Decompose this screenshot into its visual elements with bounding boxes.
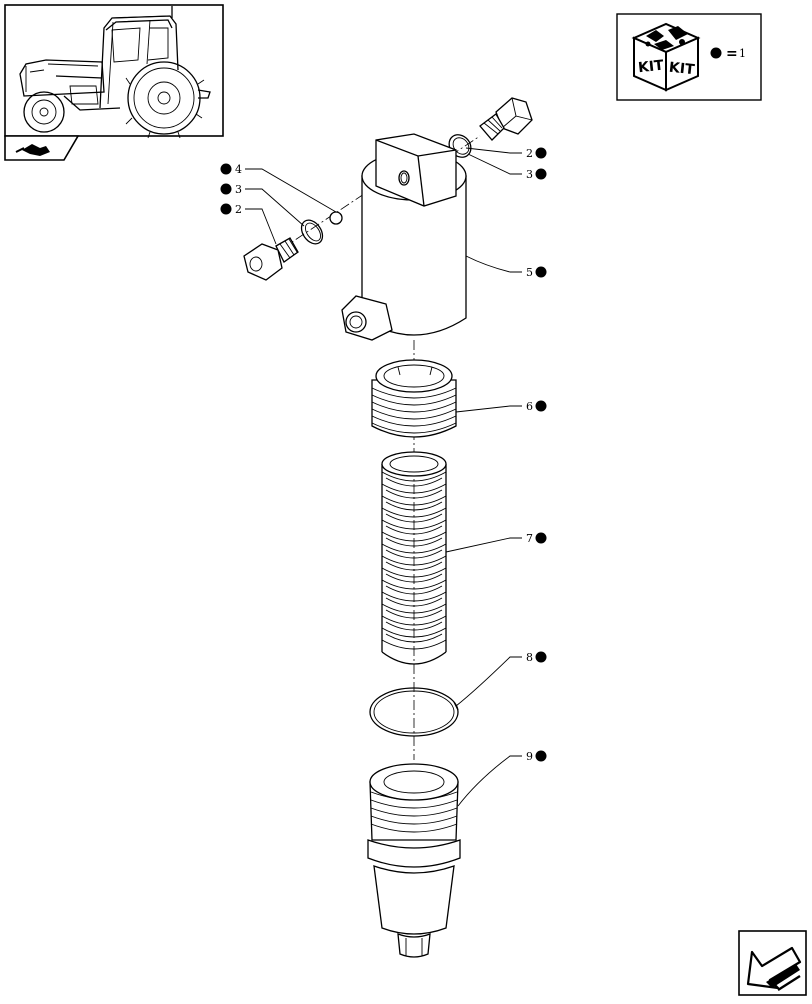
leader-lines [245, 147, 522, 807]
svg-text:2: 2 [235, 203, 242, 216]
svg-text:7: 7 [526, 532, 533, 545]
part-6-threaded-cap[interactable] [371, 359, 457, 438]
kit-bullet-icon [710, 47, 722, 59]
previous-page-button[interactable] [738, 930, 807, 996]
part-3-o-ring-left[interactable] [297, 216, 327, 248]
svg-text:9: 9 [526, 750, 533, 763]
kit-bullet-icon [535, 651, 547, 663]
part-9-threaded-plug[interactable] [367, 763, 461, 958]
svg-text:4: 4 [235, 163, 242, 176]
kit-bullet-icon [535, 750, 547, 762]
kit-bullet-icon [220, 203, 232, 215]
kit-bullet-icon [535, 400, 547, 412]
svg-text:6: 6 [526, 400, 533, 413]
kit-bullet-icon [220, 163, 232, 175]
callout-3-right[interactable]: 3 [526, 168, 547, 181]
kit-bullet-icon [220, 183, 232, 195]
kit-legend-value: 1 [739, 47, 746, 60]
left-fitting-axis [279, 193, 365, 251]
svg-text:2: 2 [526, 147, 533, 160]
part-4-ball[interactable] [329, 211, 343, 225]
callout-7[interactable]: 7 [526, 532, 547, 545]
kit-legend-box: KIT KIT = 1 [616, 13, 762, 101]
kit-bullet-icon [535, 168, 547, 180]
kit-bullet-icon [535, 532, 547, 544]
callout-4-left[interactable]: 4 [220, 163, 243, 176]
callout-5[interactable]: 5 [526, 266, 547, 279]
kit-legend-equals: = [726, 46, 738, 62]
tractor-icon [19, 6, 211, 139]
callout-9[interactable]: 9 [526, 750, 547, 763]
part-8-snap-ring[interactable] [369, 687, 459, 737]
previous-page-arrow-icon [746, 946, 802, 992]
svg-text:8: 8 [526, 651, 533, 664]
kit-bullet-icon [535, 147, 547, 159]
part-2-fitting-left[interactable] [243, 237, 299, 281]
callout-2-left[interactable]: 2 [220, 203, 243, 216]
callout-8[interactable]: 8 [526, 651, 547, 664]
svg-text:5: 5 [526, 266, 533, 279]
kit-label-right: KIT [668, 60, 696, 79]
svg-text:3: 3 [526, 168, 533, 181]
callout-6[interactable]: 6 [526, 400, 547, 413]
callout-2-right[interactable]: 2 [526, 147, 547, 160]
kit-box-icon [631, 22, 701, 92]
part-5-valve-body[interactable] [341, 133, 467, 341]
kit-label-left: KIT [637, 58, 665, 77]
part-2-fitting-right[interactable] [479, 97, 533, 141]
callout-3-left[interactable]: 3 [220, 183, 243, 196]
tractor-thumbnail[interactable] [4, 4, 224, 139]
part-7-spring[interactable] [381, 451, 447, 665]
next-page-tab[interactable] [4, 135, 80, 161]
kit-bullet-icon [535, 266, 547, 278]
next-page-arrow-icon [15, 144, 50, 156]
svg-text:3: 3 [235, 183, 242, 196]
